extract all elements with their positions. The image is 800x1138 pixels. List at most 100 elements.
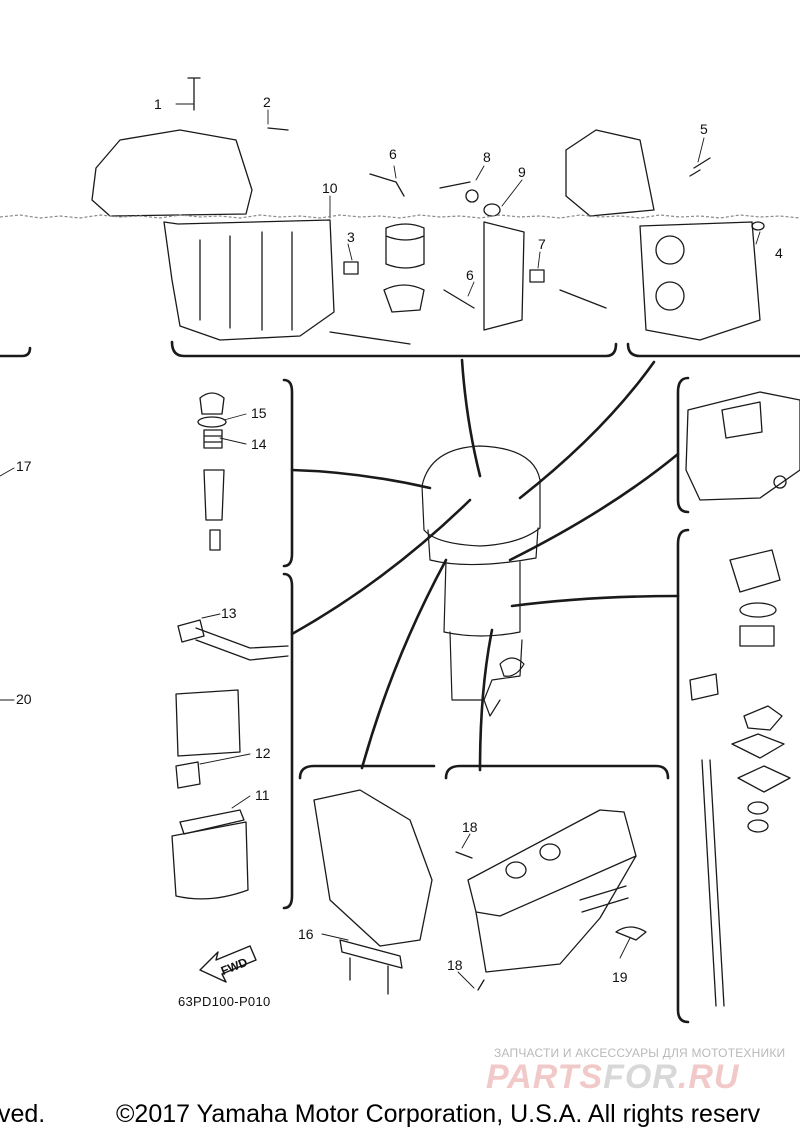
callout-4: 4 bbox=[775, 245, 783, 261]
drive-shaft bbox=[701, 759, 725, 1007]
fuel-hose-13 bbox=[195, 627, 289, 661]
callout-1: 1 bbox=[154, 96, 162, 112]
callout-8: 8 bbox=[483, 149, 491, 165]
fuel-system-assembly bbox=[171, 619, 289, 900]
crankcase bbox=[163, 219, 335, 341]
bracket-top-right bbox=[626, 342, 800, 358]
swivel-bracket bbox=[313, 789, 433, 947]
trim-tab-19 bbox=[615, 926, 647, 941]
bracket-bolts bbox=[349, 957, 389, 995]
part-7-bolt bbox=[559, 289, 607, 309]
cylinder-block-right bbox=[639, 221, 761, 341]
leader-bracket bbox=[360, 558, 448, 770]
part-7-fitting bbox=[529, 269, 545, 283]
group-brackets bbox=[0, 340, 800, 1024]
lower-case-assembly bbox=[455, 809, 647, 991]
filter-bowl bbox=[203, 469, 225, 521]
spark-plug-5 bbox=[689, 157, 711, 177]
power-head-assembly bbox=[91, 77, 765, 345]
vapour-separator bbox=[171, 821, 249, 900]
callout-3: 3 bbox=[347, 229, 355, 245]
fuel-pump bbox=[175, 689, 241, 757]
callout-20: 20 bbox=[16, 691, 32, 707]
callout-10: 10 bbox=[322, 180, 338, 196]
bracket-top-left bbox=[0, 346, 32, 358]
pump-o-ring bbox=[739, 602, 777, 618]
drain-plug bbox=[773, 475, 787, 489]
callout-18-upper: 18 bbox=[462, 819, 478, 835]
crankcase-ribs bbox=[199, 231, 293, 331]
leader-lower bbox=[478, 628, 494, 772]
callout-5: 5 bbox=[700, 121, 708, 137]
callout-14: 14 bbox=[251, 436, 267, 452]
water-pump-assembly bbox=[689, 549, 791, 1007]
oil-pan bbox=[685, 391, 800, 501]
part-4-anode bbox=[751, 221, 765, 231]
o-ring-15 bbox=[197, 416, 227, 428]
leader-power-head-right bbox=[518, 360, 656, 500]
bolt-18-bottom bbox=[477, 979, 485, 991]
fwd-arrow-icon: FWD bbox=[199, 945, 257, 983]
torn-seam bbox=[0, 214, 800, 219]
bracket-lower-case-group bbox=[444, 764, 670, 780]
oil-filter-mount bbox=[383, 284, 425, 313]
oil-pan-assembly bbox=[685, 391, 800, 501]
lower-case-body bbox=[475, 855, 637, 973]
oil-seal-housing bbox=[689, 673, 719, 701]
bracket-oil-pan-group bbox=[676, 376, 690, 514]
leader-fuel bbox=[290, 498, 472, 636]
pump-housing bbox=[729, 549, 781, 593]
bracket-plate-16 bbox=[339, 939, 403, 969]
part-3-nut bbox=[343, 261, 359, 275]
cylinder-block-right-top bbox=[565, 129, 655, 217]
group-leaders bbox=[290, 358, 680, 772]
callout-19: 19 bbox=[612, 969, 628, 985]
water-passages bbox=[505, 843, 561, 879]
fuel-filter-assembly bbox=[197, 392, 227, 551]
callout-12: 12 bbox=[255, 745, 271, 761]
gasket bbox=[737, 765, 791, 793]
outer-plate bbox=[731, 733, 785, 759]
footer-copyright: ©2017 Yamaha Motor Corporation, U.S.A. A… bbox=[116, 1100, 761, 1128]
callout-6-upper: 6 bbox=[389, 146, 397, 162]
pump-12 bbox=[175, 761, 201, 789]
oil-pan-opening bbox=[721, 401, 763, 439]
cowling bbox=[421, 445, 541, 547]
bracket-assembly bbox=[313, 789, 433, 995]
callout-9: 9 bbox=[518, 164, 526, 180]
watermark-logo-mid: FOR bbox=[603, 1058, 678, 1096]
bolt-10 bbox=[329, 331, 411, 345]
watermark-tagline: ЗАПЧАСТИ И АКСЕССУАРЫ ДЛЯ МОТОТЕХНИКИ bbox=[494, 1046, 786, 1060]
diagram-reference-code: 63PD100-P010 bbox=[178, 994, 271, 1009]
part-9-gasket bbox=[483, 203, 501, 217]
outboard-motor-illustration bbox=[421, 445, 541, 717]
leader-pump bbox=[510, 594, 680, 608]
watermark-logo-start: PARTS bbox=[486, 1058, 604, 1096]
bolt-18-top bbox=[455, 851, 473, 859]
leader-filter bbox=[290, 468, 432, 490]
filter-cap bbox=[199, 392, 225, 415]
filter-outlet bbox=[209, 529, 221, 551]
bolt-2 bbox=[267, 127, 289, 131]
impeller bbox=[743, 705, 783, 731]
skeg bbox=[483, 699, 501, 717]
callout-16: 16 bbox=[298, 926, 314, 942]
leader-oil-pan bbox=[508, 452, 680, 562]
callout-17: 17 bbox=[16, 458, 32, 474]
bracket-filter-group bbox=[282, 378, 294, 568]
callout-13: 13 bbox=[221, 605, 237, 621]
propeller bbox=[499, 657, 525, 677]
cylinder-bores bbox=[655, 235, 685, 311]
pump-liner bbox=[739, 625, 775, 647]
bracket-water-pump-group bbox=[676, 528, 690, 1024]
drive-shaft-housing bbox=[579, 885, 629, 913]
filter-element-14 bbox=[203, 429, 223, 449]
fwd-label: FWD bbox=[219, 955, 250, 978]
bearing-set bbox=[747, 801, 769, 833]
footer-left-fragment: ved. bbox=[0, 1100, 46, 1128]
midsection bbox=[443, 559, 521, 637]
gasket-11 bbox=[179, 809, 245, 835]
watermark-logo: PARTSFOR.RU bbox=[486, 1058, 739, 1097]
callout-6-lower: 6 bbox=[466, 267, 474, 283]
